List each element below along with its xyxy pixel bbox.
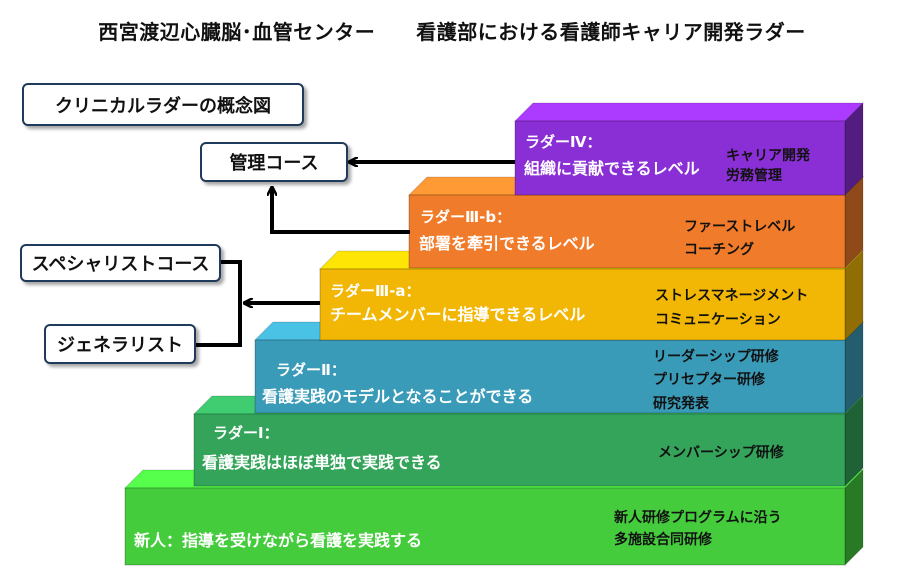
step-2-front-face <box>254 339 846 414</box>
level-2-training-3: 研究発表 <box>653 396 709 412</box>
page-title: 西宮渡辺心臓脳･血管センター 看護部における看護師キャリア開発ラダー <box>98 20 806 44</box>
level-3a-training-2: コミュニケーション <box>655 312 781 328</box>
level-2-training-2: プリセプター研修 <box>653 372 765 388</box>
concept-label: クリニカルラダーの概念図 <box>55 95 271 117</box>
level-3b-training-2: コーチング <box>684 242 754 258</box>
level-4-description: 組織に貢献できるレベル <box>524 159 700 178</box>
concept-label-box: クリニカルラダーの概念図 <box>22 83 304 126</box>
generalist-course-box: ジェネラリスト <box>44 324 196 364</box>
level-0-training-1: 新人研修プログラムに沿う <box>614 510 782 526</box>
level-1-training-1: メンバーシップ研修 <box>658 445 784 461</box>
management-course-box: 管理コース <box>200 142 348 182</box>
level-1-description: 看護実践はほぼ単独で実践できる <box>202 453 442 472</box>
generalist-course-label: ジェネラリスト <box>57 335 183 356</box>
bracket-line <box>196 260 242 347</box>
step-5-front-face <box>514 120 846 196</box>
level-0-description: 新人：指導を受けながら看護を実践する <box>134 531 423 550</box>
ladder-step-5 <box>513 101 865 197</box>
level-2-training-1: リーダーシップ研修 <box>653 349 779 365</box>
level-2-description: 看護実践のモデルとなることができる <box>262 387 534 406</box>
level-3a-name: ラダーⅢ-a： <box>330 282 421 300</box>
level-1-name: ラダーⅠ： <box>213 424 279 442</box>
level-3b-description: 部署を牽引できるレベル <box>419 234 595 253</box>
step-5-top-face <box>513 102 865 122</box>
level-4-name: ラダーⅣ： <box>525 133 602 151</box>
level-4-training-1: キャリア開発 <box>726 148 810 164</box>
step-3-front-face <box>319 268 846 341</box>
management-course-label: 管理コース <box>229 153 319 174</box>
level-3b-training-1: ファーストレベル <box>684 219 796 235</box>
arrow-from-level3b-to-management <box>272 188 410 234</box>
level-0-training-2: 多施設合同研修 <box>614 532 712 548</box>
step-0-front-face <box>124 487 846 566</box>
level-3a-training-1: ストレスマネージメント <box>655 288 809 304</box>
level-3b-name: ラダーⅢ-b： <box>420 208 512 226</box>
specialist-course-box: スペシャリストコース <box>20 244 221 282</box>
level-2-name: ラダーⅡ： <box>276 361 346 379</box>
level-4-training-2: 労務管理 <box>726 168 782 184</box>
step-4-front-face <box>408 194 846 269</box>
step-1-front-face <box>193 413 846 487</box>
specialist-course-label: スペシャリストコース <box>31 254 210 275</box>
level-3a-description: チームメンバーに指導できるレベル <box>330 305 586 324</box>
connector-lines <box>196 162 515 347</box>
